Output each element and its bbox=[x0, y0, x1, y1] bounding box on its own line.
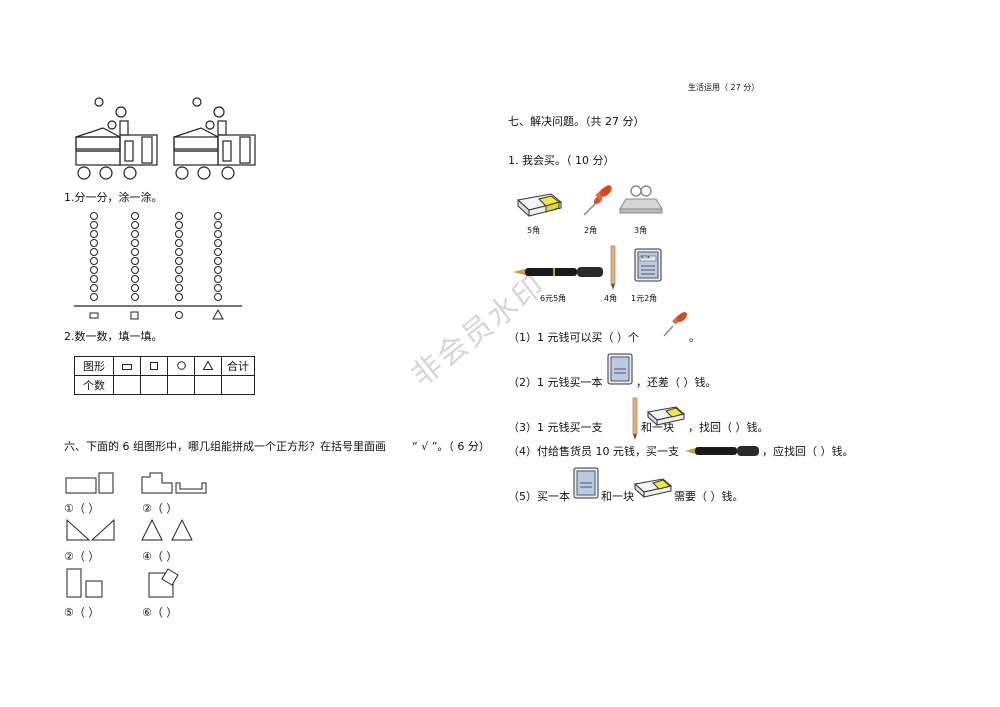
option-5[interactable]: ⑤（ ） bbox=[64, 606, 100, 619]
count-cell-triangle[interactable] bbox=[194, 375, 222, 395]
sub-question-3-end: ，找回（ ）钱。 bbox=[688, 421, 769, 434]
sub-question-4-end: ，应找回（ ）钱。 bbox=[762, 445, 854, 458]
bead-column-rectangle bbox=[90, 212, 98, 301]
binder-clip-icon bbox=[619, 185, 663, 214]
sub-question-3-mid: 和一块 bbox=[641, 421, 674, 434]
sub-question-3-text: （3）1 元钱买一支 bbox=[508, 421, 603, 434]
table-head-total: 合计 bbox=[221, 356, 255, 376]
shape-square-icon bbox=[140, 356, 168, 376]
shape-group-5 bbox=[66, 568, 103, 598]
price-pencil: 4角 bbox=[604, 294, 618, 303]
bead-chart bbox=[74, 212, 242, 320]
section-6-title: 六、下面的 6 组图形中，哪几组能拼成一个正方形？在括号里面画 bbox=[64, 440, 386, 453]
bead-column-triangle bbox=[214, 212, 222, 301]
sub-question-2-text: （2）1 元钱买一本 bbox=[508, 376, 603, 389]
price-pushpin: 2角 bbox=[584, 226, 598, 235]
count-cell-circle[interactable] bbox=[167, 375, 195, 395]
exercise-book-icon bbox=[573, 467, 599, 499]
table-head-shapes: 图形 bbox=[74, 356, 114, 376]
option-1[interactable]: ①（ ） bbox=[64, 502, 100, 515]
shape-circle-icon bbox=[167, 356, 195, 376]
bead-column-square bbox=[131, 212, 139, 301]
question-buy-title: 1. 我会买。（ 10 分） bbox=[508, 154, 615, 167]
shape-group-3 bbox=[66, 518, 115, 541]
count-table: 图形 合计 个数 bbox=[74, 356, 255, 395]
question-2-label: 2.数一数，填一填。 bbox=[64, 330, 163, 343]
train-figure-1 bbox=[75, 97, 158, 180]
section-7-title: 七、解决问题。（共 27 分） bbox=[508, 115, 645, 128]
sub-question-5-mid: 和一块 bbox=[601, 490, 634, 503]
question-1-label: 1.分一分，涂一涂。 bbox=[64, 191, 163, 204]
exercise-book-icon bbox=[607, 353, 633, 385]
fountain-pen-icon bbox=[685, 446, 759, 456]
pushpin-icon bbox=[583, 185, 612, 216]
sub-question-5-end: 需要（ ）钱。 bbox=[674, 490, 744, 503]
shape-group-6 bbox=[148, 568, 179, 598]
option-3[interactable]: ②（ ） bbox=[64, 550, 100, 563]
eraser-icon bbox=[633, 478, 673, 499]
option-6[interactable]: ⑥（ ） bbox=[142, 606, 178, 619]
count-cell-rectangle[interactable] bbox=[113, 375, 141, 395]
pencil-icon bbox=[632, 397, 638, 440]
shape-group-2 bbox=[141, 472, 207, 494]
eraser-icon bbox=[646, 406, 686, 427]
exercise-book-icon bbox=[634, 248, 662, 282]
sub-question-5-text: （5）买一本 bbox=[508, 490, 570, 503]
shape-rectangle-icon bbox=[113, 356, 141, 376]
price-eraser: 5角 bbox=[527, 226, 541, 235]
sub-question-1-end: 。 bbox=[689, 331, 700, 344]
shape-group-1 bbox=[65, 472, 114, 494]
sub-question-1-text: （1）1 元钱可以买（ ）个 bbox=[508, 331, 639, 344]
price-pen: 6元5角 bbox=[540, 294, 567, 303]
price-book: 1元2角 bbox=[631, 294, 658, 303]
pencil-icon bbox=[610, 245, 616, 290]
pushpin-icon bbox=[663, 312, 687, 337]
count-cell-square[interactable] bbox=[140, 375, 168, 395]
sub-question-2-end: ，还差（ ）钱。 bbox=[636, 376, 717, 389]
section-score-header: 生活运用（ 27 分） bbox=[688, 83, 760, 92]
bead-column-circle bbox=[175, 212, 183, 301]
table-head-count: 个数 bbox=[74, 375, 114, 395]
price-clip: 3角 bbox=[634, 226, 648, 235]
sub-question-4-text: （4）付给售货员 10 元钱，买一支 bbox=[508, 445, 679, 458]
option-4[interactable]: ④（ ） bbox=[142, 550, 178, 563]
shape-group-4 bbox=[141, 518, 193, 541]
option-2[interactable]: ②（ ） bbox=[142, 502, 178, 515]
book-cover-label: 练习本 bbox=[641, 255, 651, 259]
eraser-icon bbox=[516, 193, 563, 218]
count-cell-total[interactable] bbox=[221, 375, 255, 395]
train-figure-2 bbox=[173, 97, 256, 180]
shape-triangle-icon bbox=[194, 356, 222, 376]
fountain-pen-icon bbox=[513, 267, 603, 277]
section-6-tail: “ √ ”。（ 6 分） bbox=[412, 440, 490, 453]
